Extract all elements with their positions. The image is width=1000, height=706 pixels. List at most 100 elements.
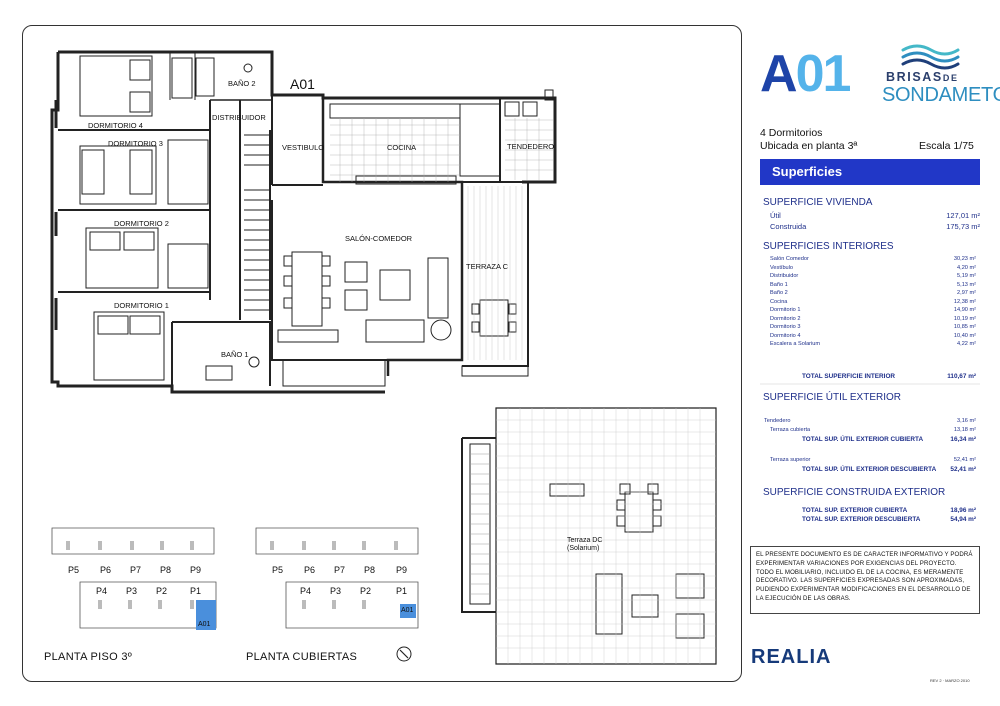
room-terraza-dc-solarium: (Solarium) [567, 545, 600, 552]
interior-row: Dormitorio 1 14,90 m² [770, 307, 976, 313]
total-value: 16,34 m² [950, 436, 976, 443]
keyplan-label-p7: P7 [130, 565, 142, 575]
brand-wave-logo [901, 44, 960, 70]
room-dormitorio-3: DORMITORIO 3 [108, 139, 163, 148]
room-distribuidor: DISTRIBUIDOR [212, 113, 266, 122]
total-value: 18,96 m² [950, 507, 976, 514]
keyplan-label-p8: P8 [160, 565, 172, 575]
row-label: Distribuidor [770, 273, 799, 279]
row-value: 10,85 m² [953, 324, 976, 330]
keyplan-label-p9: P9 [190, 565, 202, 575]
row-label: Salón Comedor [770, 256, 809, 262]
row-label: Dormitorio 1 [770, 307, 801, 313]
row-value: 10,19 m² [953, 315, 976, 322]
room-terraza-dc: Terraza DC [567, 537, 603, 544]
room-tendedero: TENDEDERO [507, 142, 555, 151]
unit-code-letter: A [760, 45, 798, 103]
revision-note: REV 2 · MARZO 2010 [930, 678, 970, 683]
row-label: Dormitorio 3 [770, 324, 801, 330]
keyplan-roof-label-p6: P6 [304, 565, 316, 575]
keyplan-label-p1: P1 [190, 586, 202, 596]
interior-row: Salón Comedor 30,23 m² [770, 256, 976, 262]
row-value: 4,22 m² [957, 341, 976, 347]
row-label: Terraza cubierta [770, 427, 811, 433]
row-value: 2,97 m² [957, 290, 976, 296]
keyplan-roof-unit-highlight [400, 604, 416, 618]
unit-code: A01 [760, 45, 852, 103]
total-label: TOTAL SUP. ÚTIL EXTERIOR DESCUBIERTA [802, 466, 937, 473]
floor-plan-title: PLANTA PISO 3º [44, 651, 133, 663]
total-label: TOTAL SUP. EXTERIOR CUBIERTA [802, 507, 908, 514]
keyplan-roof-label-p3: P3 [330, 586, 342, 596]
row-label: Baño 1 [770, 281, 788, 288]
total-util-ext-descubierta: TOTAL SUP. ÚTIL EXTERIOR DESCUBIERTA 52,4… [802, 466, 976, 473]
row-value: 13,18 m² [953, 427, 976, 433]
total-const-ext-descubierta: TOTAL SUP. EXTERIOR DESCUBIERTA 54,94 m² [802, 516, 976, 523]
row-value: 175,73 m² [946, 222, 980, 231]
room-bano-2: BAÑO 2 [228, 79, 256, 88]
section-util-exterior-title: SUPERFICIE ÚTIL EXTERIOR [763, 392, 901, 403]
row-label: Terraza superior [770, 457, 811, 463]
row-label: Útil [770, 211, 781, 220]
brand-name-bottom: SONDAMETO [882, 84, 1000, 106]
row-label: Baño 2 [770, 290, 788, 296]
superficies-header: Superficies [760, 159, 980, 185]
room-dormitorio-4: DORMITORIO 4 [88, 121, 143, 130]
total-label: TOTAL SUP. ÚTIL EXTERIOR CUBIERTA [802, 436, 924, 443]
keyplan-roof-label-p9: P9 [396, 565, 408, 575]
total-label: TOTAL SUP. EXTERIOR DESCUBIERTA [802, 516, 921, 523]
roof-plan-title: PLANTA CUBIERTAS [246, 651, 358, 663]
unit-location: Ubicada en planta 3ª [760, 140, 858, 152]
total-const-ext-cubierta: TOTAL SUP. EXTERIOR CUBIERTA 18,96 m² [802, 507, 976, 514]
row-terraza-cubierta: Terraza cubierta 13,18 m² [770, 427, 976, 433]
unit-code-number: 01 [795, 45, 852, 103]
legal-disclaimer: EL PRESENTE DOCUMENTO ES DE CARACTER INF… [750, 546, 980, 614]
room-cocina: COCINA [387, 143, 417, 152]
section-vivienda-title: SUPERFICIE VIVIENDA [763, 197, 873, 208]
room-vestibulo: VESTIBULO [282, 143, 325, 152]
row-value: 14,90 m² [953, 307, 976, 313]
total-value: 110,67 m² [947, 373, 976, 380]
keyplan-label-p5: P5 [68, 565, 80, 575]
interior-row: Escalera a Solarium 4,22 m² [770, 341, 976, 347]
keyplan-roof-unit-label: A01 [401, 607, 414, 614]
room-salon-comedor: SALÓN-COMEDOR [345, 234, 413, 243]
room-terraza-c: TERRAZA C [466, 262, 509, 271]
brand-top-main: BRISAS [886, 70, 943, 84]
plan-scale: Escala 1/75 [919, 140, 974, 152]
north-arrow-icon [396, 646, 412, 662]
total-value: 54,94 m² [950, 516, 976, 523]
row-value: 5,13 m² [957, 281, 976, 288]
keyplan-label-p6: P6 [100, 565, 112, 575]
interior-row: Dormitorio 3 10,85 m² [770, 324, 976, 330]
room-dormitorio-1: DORMITORIO 1 [114, 301, 169, 310]
keyplan-unit-label: A01 [198, 621, 211, 628]
row-label: Cocina [770, 298, 788, 305]
developer-logo: REALIA [751, 646, 832, 668]
room-bano-1: BAÑO 1 [221, 350, 249, 359]
keyplan-roof-label-p1: P1 [396, 586, 408, 596]
row-label: Tendedero [764, 418, 791, 424]
total-value: 52,41 m² [950, 466, 976, 473]
keyplan-roof-label-p4: P4 [300, 586, 312, 596]
row-value: 30,23 m² [953, 256, 976, 262]
keyplan-roof-label-p5: P5 [272, 565, 284, 575]
keyplan-roof-label-p8: P8 [364, 565, 376, 575]
row-label: Vestíbulo [770, 264, 794, 271]
room-dormitorio-2: DORMITORIO 2 [114, 219, 169, 228]
interior-row: Baño 2 2,97 m² [770, 290, 976, 296]
keyplan-unit-highlight [196, 600, 216, 630]
keyplan-roof-label-p2: P2 [360, 586, 372, 596]
section-interiores-title: SUPERFICIES INTERIORES [763, 241, 894, 252]
row-label: Escalera a Solarium [770, 341, 821, 347]
keyplan-roof-label-p7: P7 [334, 565, 346, 575]
row-value: 12,38 m² [953, 298, 976, 305]
bedroom-count: 4 Dormitorios [760, 127, 823, 139]
